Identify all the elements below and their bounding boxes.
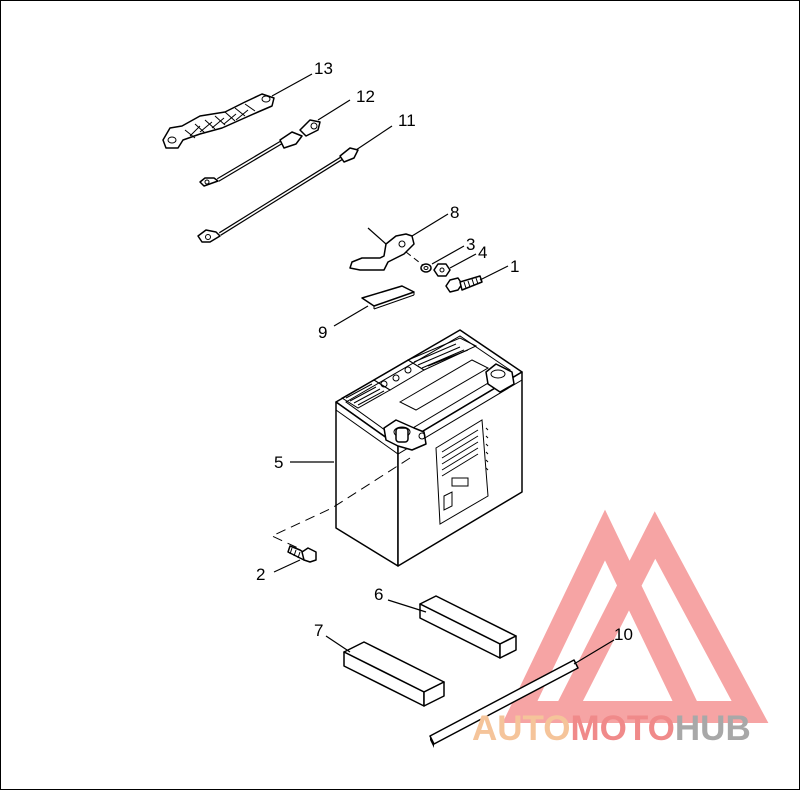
part-13-ground-strap	[162, 93, 275, 149]
callout-3: 3	[466, 235, 475, 254]
part-9-pad	[361, 285, 415, 310]
callout-5: 5	[274, 453, 283, 472]
part-10-strip	[429, 659, 579, 748]
callout-6: 6	[374, 585, 383, 604]
part-6-block	[419, 595, 517, 659]
callout-4: 4	[478, 243, 487, 262]
leader-2	[273, 559, 301, 573]
callout-9: 9	[318, 323, 327, 342]
leader-7	[325, 635, 351, 653]
leader-9	[333, 305, 369, 327]
callout-13: 13	[314, 59, 333, 78]
leader-12	[317, 99, 351, 121]
battery-terminal-left	[383, 419, 427, 451]
svg-text:AUTOMOTOHUB: AUTOMOTOHUB	[472, 709, 751, 748]
watermark-triangle-right	[547, 511, 769, 723]
leader-13	[271, 73, 313, 97]
leader-8	[411, 213, 449, 237]
part-3-washer	[420, 263, 432, 273]
leader-1	[479, 265, 509, 281]
callout-1: 1	[510, 257, 519, 276]
assembly-line-8-3	[405, 251, 425, 267]
battery-terminal-right	[485, 363, 515, 393]
part-11-cable	[197, 147, 359, 243]
callout-7: 7	[314, 621, 323, 640]
watermark-auto: AUTO	[472, 709, 571, 748]
part-7-block	[343, 641, 445, 707]
callout-8: 8	[450, 203, 459, 222]
part-5-battery	[335, 329, 523, 567]
callout-2: 2	[256, 565, 265, 584]
callout-10: 10	[614, 625, 633, 644]
battery-side-label	[435, 419, 489, 525]
watermark-logo	[502, 509, 769, 723]
leader-10	[573, 639, 615, 665]
part-8-bracket	[349, 227, 415, 271]
watermark-wordmark: AUTOMOTOHUB	[472, 709, 751, 748]
callout-11: 11	[398, 111, 416, 130]
part-1-bolt	[445, 275, 483, 293]
part-4-nut	[433, 263, 451, 277]
watermark-hub: HUB	[675, 709, 751, 748]
callout-12: 12	[356, 87, 375, 106]
leader-6	[387, 599, 427, 613]
watermark-moto: MOTO	[571, 709, 675, 748]
battery-top-labels	[341, 337, 490, 411]
part-2-screw	[287, 545, 317, 563]
leader-11	[355, 125, 393, 151]
leader-4	[449, 253, 477, 269]
part-12-cable	[199, 119, 321, 187]
leader-3	[431, 245, 465, 265]
